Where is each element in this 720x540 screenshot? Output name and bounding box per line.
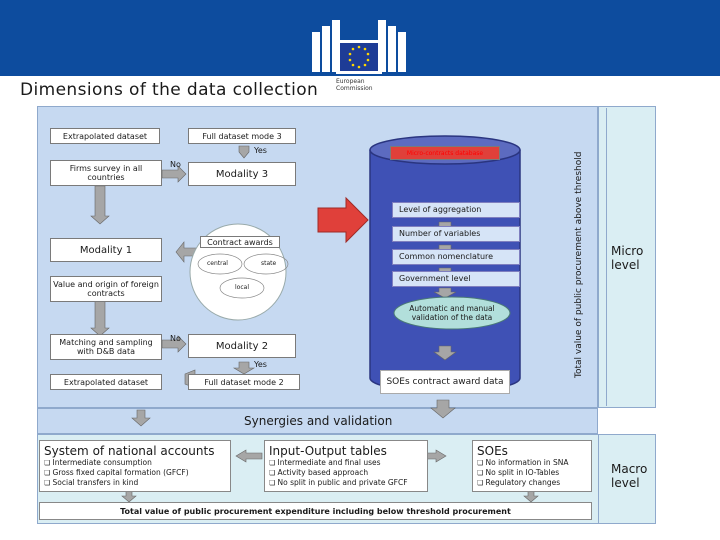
macro-level-label: Macro level [611, 462, 648, 490]
cyl-item-aggregation: Level of aggregation [392, 202, 520, 218]
local-label: local [235, 284, 249, 291]
validation-text: Automatic and manual validation of the d… [409, 304, 495, 322]
total-expenditure-box: Total value of public procurement expend… [39, 502, 592, 520]
red-arrow [317, 196, 369, 244]
side-divider [606, 108, 607, 406]
sna-item-1: Intermediate consumption [44, 458, 226, 468]
ec-logo-text: European Commission [336, 78, 373, 92]
logo-line2: Commission [336, 85, 373, 92]
modality3-box: Modality 3 [188, 162, 296, 186]
io-item-2: Activity based approach [269, 468, 423, 478]
sna-box: System of national accounts Intermediate… [39, 440, 231, 492]
sna-title: System of national accounts [44, 444, 215, 458]
state-label: state [261, 260, 277, 267]
extrapolated-dataset-top: Extrapolated dataset [50, 128, 160, 144]
macro-side-panel [598, 434, 656, 524]
contract-circle [189, 223, 287, 321]
io-box: Input-Output tables Intermediate and fin… [264, 440, 428, 492]
soes-title: SOEs [477, 444, 508, 458]
yes-label-bottom: Yes [254, 360, 267, 369]
io-item-3: No split in public and private GFCF [269, 478, 423, 488]
modality2-box: Modality 2 [188, 334, 296, 358]
full-dataset-mode3: Full dataset mode 3 [188, 128, 296, 144]
synergies-title: Synergies and validation [244, 414, 393, 428]
firms-survey-box: Firms survey in all countries [50, 160, 162, 186]
validation-ellipse [393, 296, 511, 330]
micro-level-label: Micro level [611, 244, 644, 272]
logo-line1: European [336, 78, 365, 85]
cyl-item-variables: Number of variables [392, 226, 520, 242]
page-title: Dimensions of the data collection [20, 80, 319, 100]
yes-label-top: Yes [254, 146, 267, 155]
sna-item-2: Gross fixed capital formation (GFCF) [44, 468, 226, 478]
synergy-panel [37, 408, 598, 434]
micro-contracts-db-label: Micro-contracts database [390, 146, 500, 160]
ec-building-logo [312, 20, 406, 74]
extrapolated-dataset-bottom: Extrapolated dataset [50, 374, 162, 390]
no-label-top: No [170, 160, 181, 169]
modality1-box: Modality 1 [50, 238, 162, 262]
soes-item-2: No split in IO-Tables [477, 468, 587, 478]
io-item-1: Intermediate and final uses [269, 458, 423, 468]
matching-sampling-box: Matching and sampling with D&B data [50, 334, 162, 360]
sna-item-3: Social transfers in kind [44, 478, 226, 488]
soes-contract-award-data: SOEs contract award data [380, 370, 510, 394]
soes-box: SOEs No information in SNA No split in I… [472, 440, 592, 492]
io-title: Input-Output tables [269, 444, 387, 458]
soes-item-1: No information in SNA [477, 458, 587, 468]
soes-item-3: Regulatory changes [477, 478, 587, 488]
full-dataset-mode2: Full dataset mode 2 [188, 374, 300, 390]
title-area [0, 78, 720, 106]
cyl-item-government: Government level [392, 271, 520, 287]
no-label-bottom: No [170, 334, 181, 343]
contract-awards-box: Contract awards [200, 236, 280, 248]
cyl-item-nomenclature: Common nomenclature [392, 249, 520, 265]
value-origin-box: Value and origin of foreign contracts [50, 276, 162, 302]
vertical-threshold-label: Total value of public procurement above … [574, 151, 584, 378]
central-label: central [207, 260, 228, 267]
micro-side-panel [598, 106, 656, 408]
